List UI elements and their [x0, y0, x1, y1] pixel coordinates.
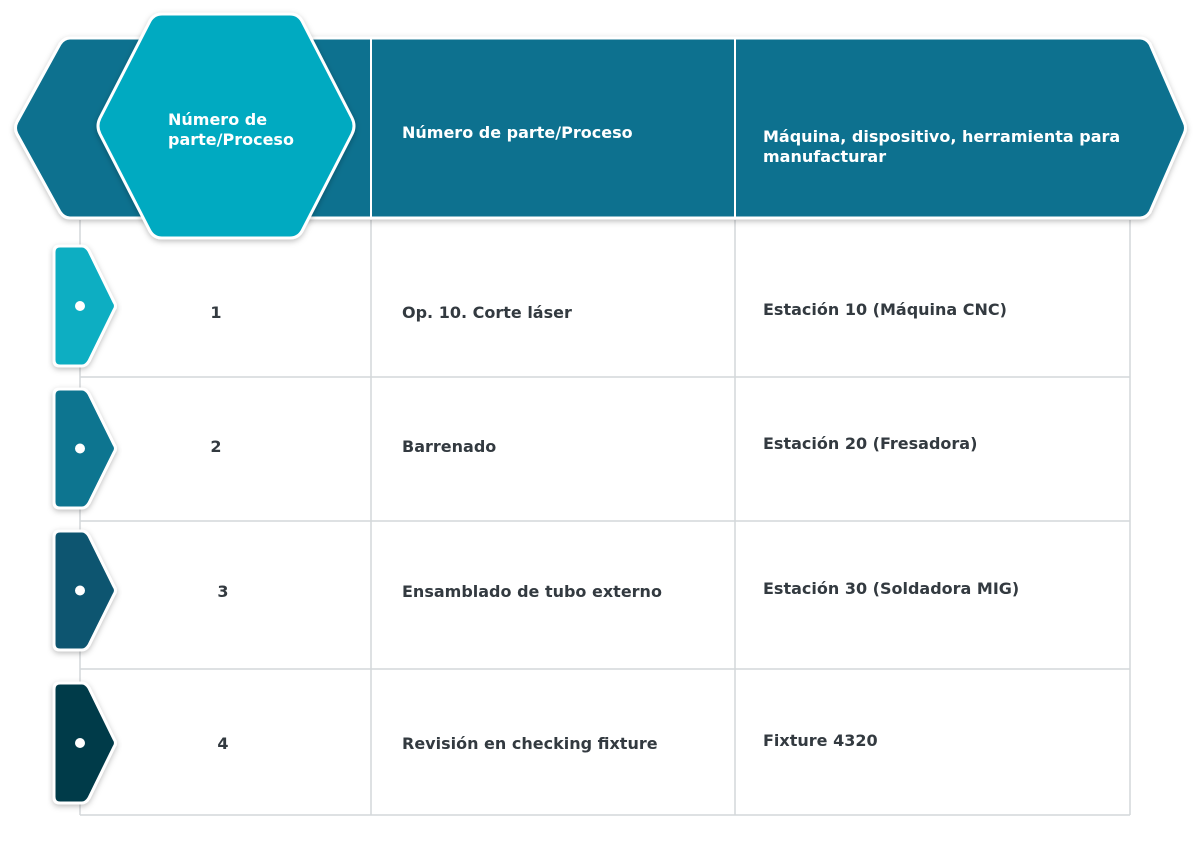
row-4-number: 4: [217, 734, 229, 753]
hexagon-header-label: Número de parte/Proceso: [168, 110, 294, 149]
row-1-number: 1: [210, 303, 222, 322]
row-4-machine: Fixture 4320: [763, 731, 878, 750]
row-3-number: 3: [217, 582, 229, 601]
row-4-process: Revisión en checking fixture: [402, 734, 658, 753]
header-dividers: [370, 39, 736, 217]
row-3-machine: Estación 30 (Soldadora MIG): [763, 579, 1020, 598]
row-4-bullet-dot: [75, 738, 85, 748]
row-3-bullet-dot: [75, 585, 85, 596]
row-2-number: 2: [210, 437, 222, 456]
column-header-process: Número de parte/Proceso: [402, 123, 633, 142]
row-1-bullet-dot: [75, 301, 85, 311]
header-hexagon: [96, 12, 356, 240]
row-2-bullet-dot: [75, 443, 85, 454]
row-3-process: Ensamblado de tubo externo: [402, 582, 662, 601]
table-grid: [79, 220, 1131, 816]
row-2-machine: Estación 20 (Fresadora): [763, 434, 978, 453]
row-1-process: Op. 10. Corte láser: [402, 303, 572, 322]
row-2-process: Barrenado: [402, 437, 497, 456]
column-header-machine: Máquina, dispositivo, herramienta para m…: [763, 127, 1121, 166]
row-1-machine: Estación 10 (Máquina CNC): [763, 300, 1007, 319]
row-tabs: [52, 244, 117, 805]
